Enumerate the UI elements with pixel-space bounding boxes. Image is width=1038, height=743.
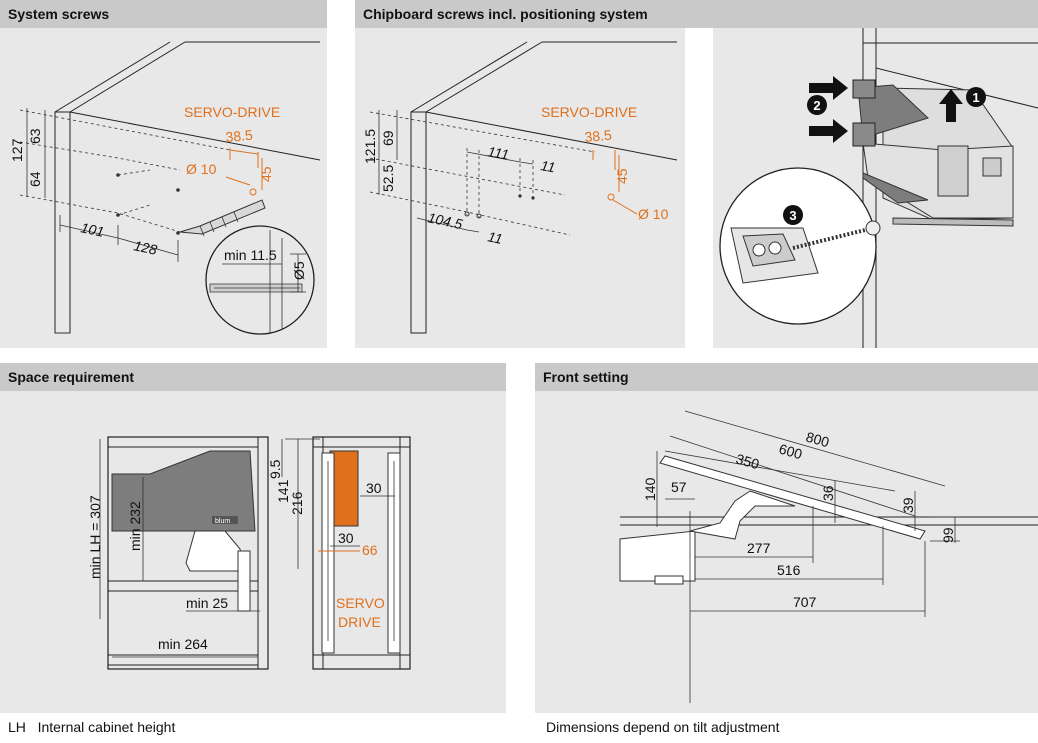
dim-111: 111 <box>486 143 510 162</box>
dia-10-label: Ø 10 <box>186 161 217 177</box>
dia-5-label: Ø5 <box>291 261 307 280</box>
chipboard-screws-drawing: 121.5 69 52.5 111 11 104.5 11 SERVO-DRIV… <box>362 41 678 334</box>
footnote-front-setting: Dimensions depend on tilt adjustment <box>546 719 780 735</box>
footnote-lh: LH Internal cabinet height <box>8 719 175 735</box>
dim-127: 127 <box>9 138 25 162</box>
panel-chipboard-screws-title: Chipboard screws incl. positioning syste… <box>363 6 648 22</box>
dim-11-top: 11 <box>539 157 556 175</box>
min-11-5-label: min 11.5 <box>224 247 277 263</box>
dim-9-5: 9.5 <box>267 459 283 479</box>
dim-11-bottom: 11 <box>486 228 504 247</box>
drive-label: DRIVE <box>338 614 381 630</box>
dim-800: 800 <box>804 429 831 451</box>
servo-drive-label-2: SERVO-DRIVE <box>541 104 637 120</box>
dim-45: 45 <box>258 166 274 182</box>
dim-39: 39 <box>900 497 916 513</box>
dim-128: 128 <box>132 237 158 258</box>
dim-707: 707 <box>793 594 817 610</box>
panel-chipboard-screws-header: Chipboard screws incl. positioning syste… <box>355 0 1038 28</box>
system-screws-drawing: 127 63 64 101 128 SERVO-DRIVE 38.5 Ø 10 … <box>9 41 321 335</box>
dim-101: 101 <box>79 219 105 240</box>
panel-space-requirement-header: Space requirement <box>0 363 506 391</box>
dim-57: 57 <box>671 479 687 495</box>
mounting-steps-drawing: 2 1 3 <box>719 28 1038 348</box>
dim-min-25: min 25 <box>186 595 228 611</box>
dim-min-lh-307: min LH = 307 <box>87 495 103 579</box>
panel-system-screws-title: System screws <box>8 6 110 22</box>
dim-141: 141 <box>275 479 291 503</box>
step-1-badge: 1 <box>972 90 979 105</box>
dim-64: 64 <box>27 171 43 187</box>
dim-140: 140 <box>642 477 658 501</box>
dim-600: 600 <box>777 441 804 463</box>
dim-min-232: min 232 <box>127 501 143 551</box>
dim-66: 66 <box>362 542 378 558</box>
dim-516: 516 <box>777 562 801 578</box>
space-requirement-drawing: blum min LH = 307 min 232 9.5 141 216 mi… <box>87 436 411 670</box>
footnote-lh-text: Internal cabinet height <box>37 719 176 735</box>
dim-121-5: 121.5 <box>362 129 378 164</box>
front-setting-drawing: 350 600 800 140 57 36 39 99 277 516 707 <box>619 410 1038 703</box>
blum-logo: blum <box>215 518 230 525</box>
dim-350: 350 <box>734 451 761 473</box>
dim-36: 36 <box>820 485 836 501</box>
step-3-badge: 3 <box>789 208 796 223</box>
footnote-lh-abbr: LH <box>8 719 26 735</box>
panel-space-requirement-title: Space requirement <box>8 369 135 385</box>
dim-99: 99 <box>940 527 956 543</box>
dim-216: 216 <box>289 491 305 515</box>
dim-30-right: 30 <box>366 480 382 496</box>
dim-45-2: 45 <box>614 168 630 184</box>
panel-front-setting-header: Front setting <box>535 363 1038 391</box>
dim-min-264: min 264 <box>158 636 208 652</box>
panel-front-setting <box>535 363 1038 713</box>
step-2-badge: 2 <box>813 98 820 113</box>
dim-69: 69 <box>380 130 396 146</box>
dim-52-5: 52.5 <box>380 165 396 192</box>
panel-chipboard-screws <box>355 0 685 348</box>
servo-label: SERVO <box>336 595 385 611</box>
dim-277: 277 <box>747 540 771 556</box>
panel-system-screws-header: System screws <box>0 0 327 28</box>
panel-front-setting-title: Front setting <box>543 369 629 385</box>
dia-10-label-2: Ø 10 <box>638 206 669 222</box>
dim-38-5-2: 38.5 <box>584 127 613 145</box>
dim-104-5: 104.5 <box>426 209 464 232</box>
dim-63: 63 <box>27 128 43 144</box>
dim-30-left: 30 <box>338 530 354 546</box>
servo-drive-label: SERVO-DRIVE <box>184 104 280 120</box>
dim-38-5: 38.5 <box>225 127 254 145</box>
